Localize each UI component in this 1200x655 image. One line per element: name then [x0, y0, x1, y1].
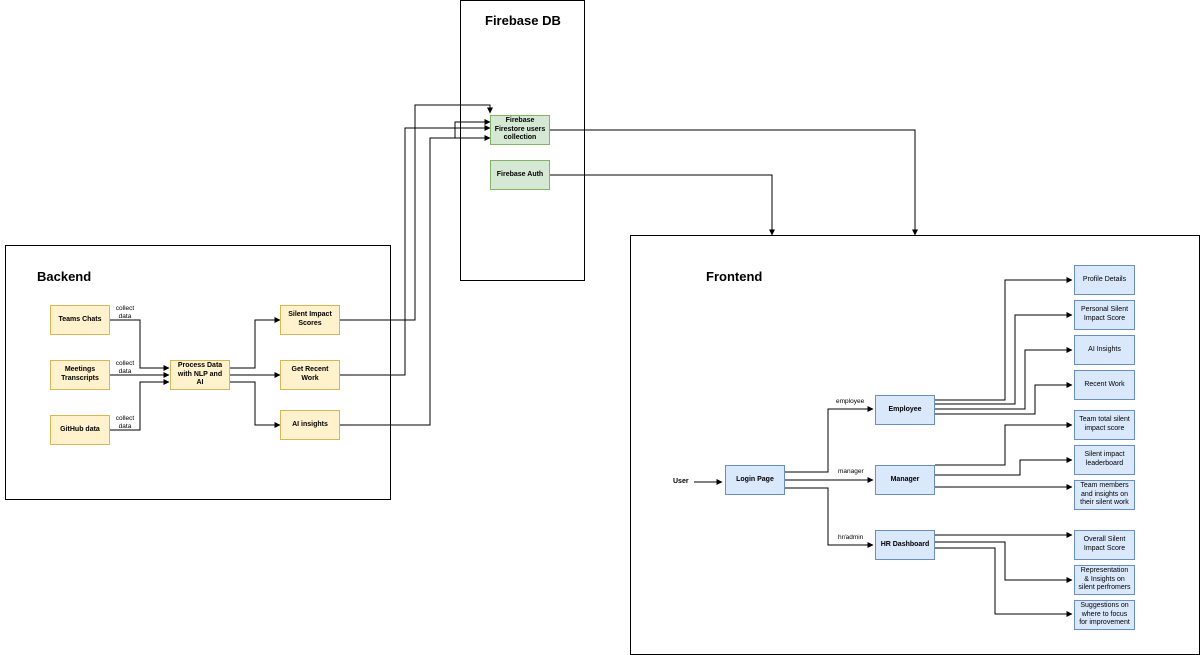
edge-process-insights [230, 381, 281, 428]
fe-recent-work-node: Recent Work [1074, 370, 1135, 400]
edge-login-hr [785, 487, 874, 548]
team-members-node: Team members and insights on their silen… [1074, 480, 1135, 510]
firebase-auth-node: Firebase Auth [490, 160, 550, 190]
edge-label-hr: hr/admin [838, 534, 864, 541]
edge-recent-firestore [340, 125, 491, 376]
backend-title: Backend [37, 269, 92, 284]
teams-chats-node: Teams Chats [50, 305, 110, 335]
edge-auth-frontend [550, 174, 775, 236]
representation-node: Representation & Insights on silent perf… [1074, 565, 1135, 595]
hr-dashboard-node: HR Dashboard [875, 530, 935, 560]
collect-data-label-teams: collect data [115, 305, 135, 320]
edge-employee-recentwork [935, 382, 1073, 415]
edge-label-manager: manager [838, 468, 864, 475]
edge-employee-personal [935, 312, 1073, 405]
edge-label-employee: employee [836, 398, 865, 405]
edge-manager-leaderboard [935, 457, 1073, 476]
edge-hr-suggestions [935, 547, 1073, 617]
edge-employee-profile [935, 277, 1073, 401]
get-recent-work-node: Get Recent Work [280, 360, 340, 390]
edge-github-process [110, 379, 170, 431]
edge-teams-process [110, 319, 170, 371]
leaderboard-node: Silent impact leaderboard [1074, 445, 1135, 475]
edge-hr-representation [935, 541, 1073, 583]
login-page-node: Login Page [725, 465, 785, 495]
collect-data-label-github: collect data [115, 415, 135, 430]
edge-firestore-frontend [550, 129, 918, 236]
backend-container: Backend [5, 245, 391, 500]
suggestions-node: Suggestions on where to focus for improv… [1074, 600, 1135, 630]
manager-node: Manager [875, 465, 935, 495]
team-silent-score-node: Team total silent impact score [1074, 410, 1135, 440]
collect-data-label-meetings: collect data [115, 360, 135, 375]
fe-ai-insights-node: AI Insights [1074, 335, 1135, 365]
process-data-node: Process Data with NLP and AI [170, 360, 230, 390]
edge-extra-firestore [454, 119, 491, 138]
edge-manager-team [935, 422, 1073, 466]
firebase-db-container: Firebase DB [460, 0, 585, 281]
overall-silent-score-node: Overall Silent Impact Score [1074, 530, 1135, 560]
firestore-node: Firebase Firestore users collection [490, 115, 550, 145]
user-label: User [673, 478, 689, 485]
edge-process-silent [230, 317, 281, 369]
meetings-transcripts-node: Meetings Transcripts [50, 360, 110, 390]
profile-details-node: Profile Details [1074, 265, 1135, 295]
firebase-db-title: Firebase DB [485, 13, 561, 28]
personal-silent-score-node: Personal Silent Impact Score [1074, 300, 1135, 330]
frontend-title: Frontend [706, 269, 763, 284]
github-data-node: GitHub data [50, 415, 110, 445]
ai-insights-node: AI insights [280, 410, 340, 440]
edge-employee-aiinsights [935, 347, 1073, 410]
silent-impact-scores-node: Silent Impact Scores [280, 305, 340, 335]
edge-login-employee [785, 406, 874, 473]
employee-node: Employee [875, 395, 935, 425]
